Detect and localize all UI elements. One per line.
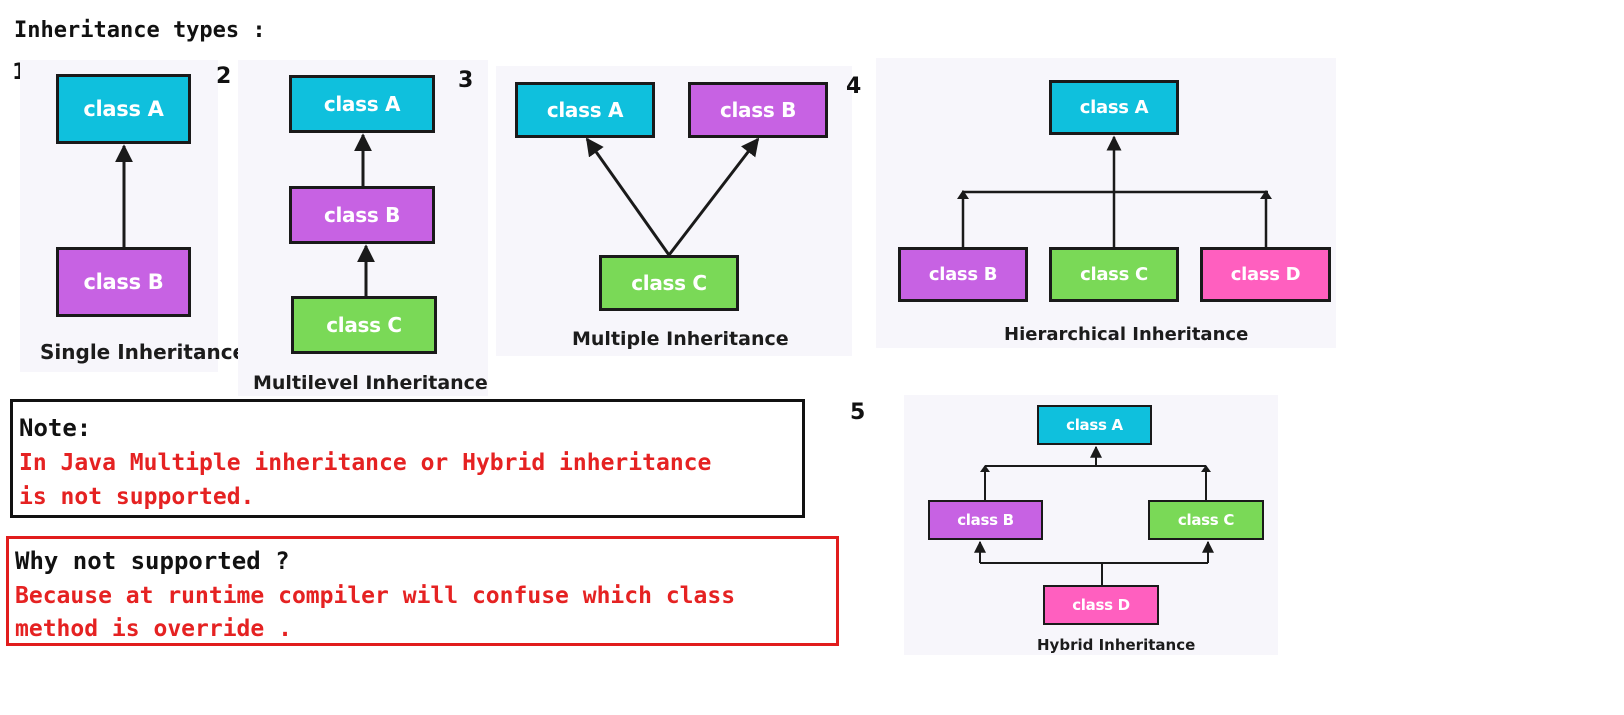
multiple-c-to-b-arrow: [667, 137, 760, 256]
note-line-1: In Java Multiple inheritance or Hybrid i…: [19, 450, 712, 476]
note-box: Note: In Java Multiple inheritance or Hy…: [10, 399, 805, 518]
hierarchical-caption: Hierarchical Inheritance: [1004, 324, 1249, 345]
diagram-number-4: 4: [846, 74, 862, 99]
hierarchical-class-a: class A: [1049, 80, 1179, 135]
why-heading: Why not supported ?: [15, 547, 290, 575]
hierarchical-class-b: class B: [898, 247, 1028, 302]
single-caption: Single Inheritance: [40, 340, 247, 364]
multilevel-class-b: class B: [289, 186, 435, 244]
multiple-class-c: class C: [599, 255, 739, 311]
multiple-caption: Multiple Inheritance: [572, 328, 789, 350]
single-class-b: class B: [56, 247, 191, 317]
diagram-number-2: 2: [216, 64, 232, 89]
diagram-number-3: 3: [458, 68, 474, 93]
single-class-a: class A: [56, 74, 191, 144]
multiple-class-a: class A: [515, 82, 655, 138]
multilevel-caption: Multilevel Inheritance: [253, 372, 488, 394]
hybrid-class-b: class B: [928, 500, 1043, 540]
note-heading: Note:: [19, 414, 92, 442]
why-box: Why not supported ? Because at runtime c…: [6, 536, 839, 646]
diagram-number-5: 5: [850, 400, 866, 425]
hybrid-class-a: class A: [1037, 405, 1152, 445]
note-line-2: is not supported.: [19, 484, 255, 510]
multiple-c-to-a-arrow: [585, 137, 671, 256]
hierarchical-class-c: class C: [1049, 247, 1179, 302]
multiple-class-b: class B: [688, 82, 828, 138]
multilevel-class-c: class C: [291, 296, 437, 354]
page-title: Inheritance types :: [14, 18, 266, 43]
hierarchical-class-d: class D: [1200, 247, 1331, 302]
hybrid-class-d: class D: [1043, 585, 1159, 625]
multilevel-class-a: class A: [289, 75, 435, 133]
why-line-2: method is override .: [15, 616, 292, 642]
hybrid-caption: Hybrid Inheritance: [1037, 636, 1196, 654]
why-line-1: Because at runtime compiler will confuse…: [15, 583, 736, 609]
hybrid-class-c: class C: [1148, 500, 1264, 540]
